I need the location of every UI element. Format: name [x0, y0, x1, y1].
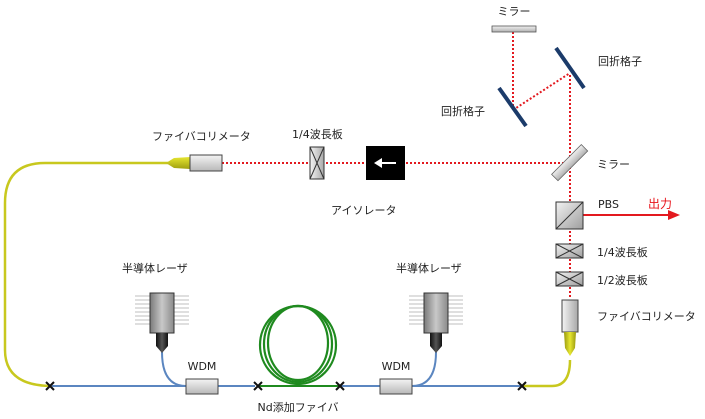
yellow-fiber-left [3, 161, 170, 388]
label-quarter-waveplate-top: 1/4波長板 [292, 127, 343, 141]
label-mirror-right: ミラー [597, 158, 630, 171]
label-laser-diode-right: 半導体レーザ [396, 261, 462, 275]
laser-diode-right [409, 292, 463, 353]
splice-points [45, 381, 527, 391]
label-output: 出力 [648, 197, 672, 211]
ld-right-pigtail [411, 351, 437, 387]
mirror-right [551, 144, 589, 182]
label-mirror-top: ミラー [498, 5, 531, 18]
quarter-waveplate-top [309, 146, 325, 180]
wdm-left [185, 378, 219, 395]
fiber-collimator-left [166, 154, 223, 172]
label-quarter-waveplate-right: 1/4波長板 [597, 245, 648, 259]
grating-right [554, 46, 586, 90]
quarter-waveplate-right [555, 243, 584, 259]
pbs-cube [555, 201, 584, 230]
mirror-top [491, 25, 537, 33]
nd-doped-fiber-coil [258, 304, 338, 386]
label-wdm-left: WDM [188, 360, 217, 373]
laser-diode-left [135, 292, 189, 353]
optical-isolator [366, 146, 405, 180]
label-collimator-right: ファイバコリメータ [597, 310, 696, 323]
ld-left-pigtail [161, 351, 187, 387]
label-pbs: PBS [598, 198, 619, 211]
label-gain-fiber: Nd添加ファイバ [258, 400, 339, 414]
output-beam [570, 210, 680, 220]
label-grating-left: 回折格子 [441, 104, 485, 118]
splice-icon [253, 381, 263, 391]
fiber-collimator-right [561, 299, 579, 356]
yellow-fiber-right [522, 359, 572, 388]
label-half-waveplate-right: 1/2波長板 [597, 273, 648, 287]
label-grating-right: 回折格子 [598, 54, 642, 68]
label-isolator: アイソレータ [331, 204, 396, 217]
half-waveplate-right [555, 271, 584, 287]
wdm-right [379, 378, 413, 395]
label-wdm-right: WDM [382, 360, 411, 373]
splice-icon [517, 381, 527, 391]
grating-left [497, 86, 528, 128]
label-laser-diode-left: 半導体レーザ [122, 261, 188, 275]
splice-icon [335, 381, 345, 391]
label-collimator-left: ファイバコリメータ [152, 130, 251, 143]
splice-icon [45, 381, 55, 391]
